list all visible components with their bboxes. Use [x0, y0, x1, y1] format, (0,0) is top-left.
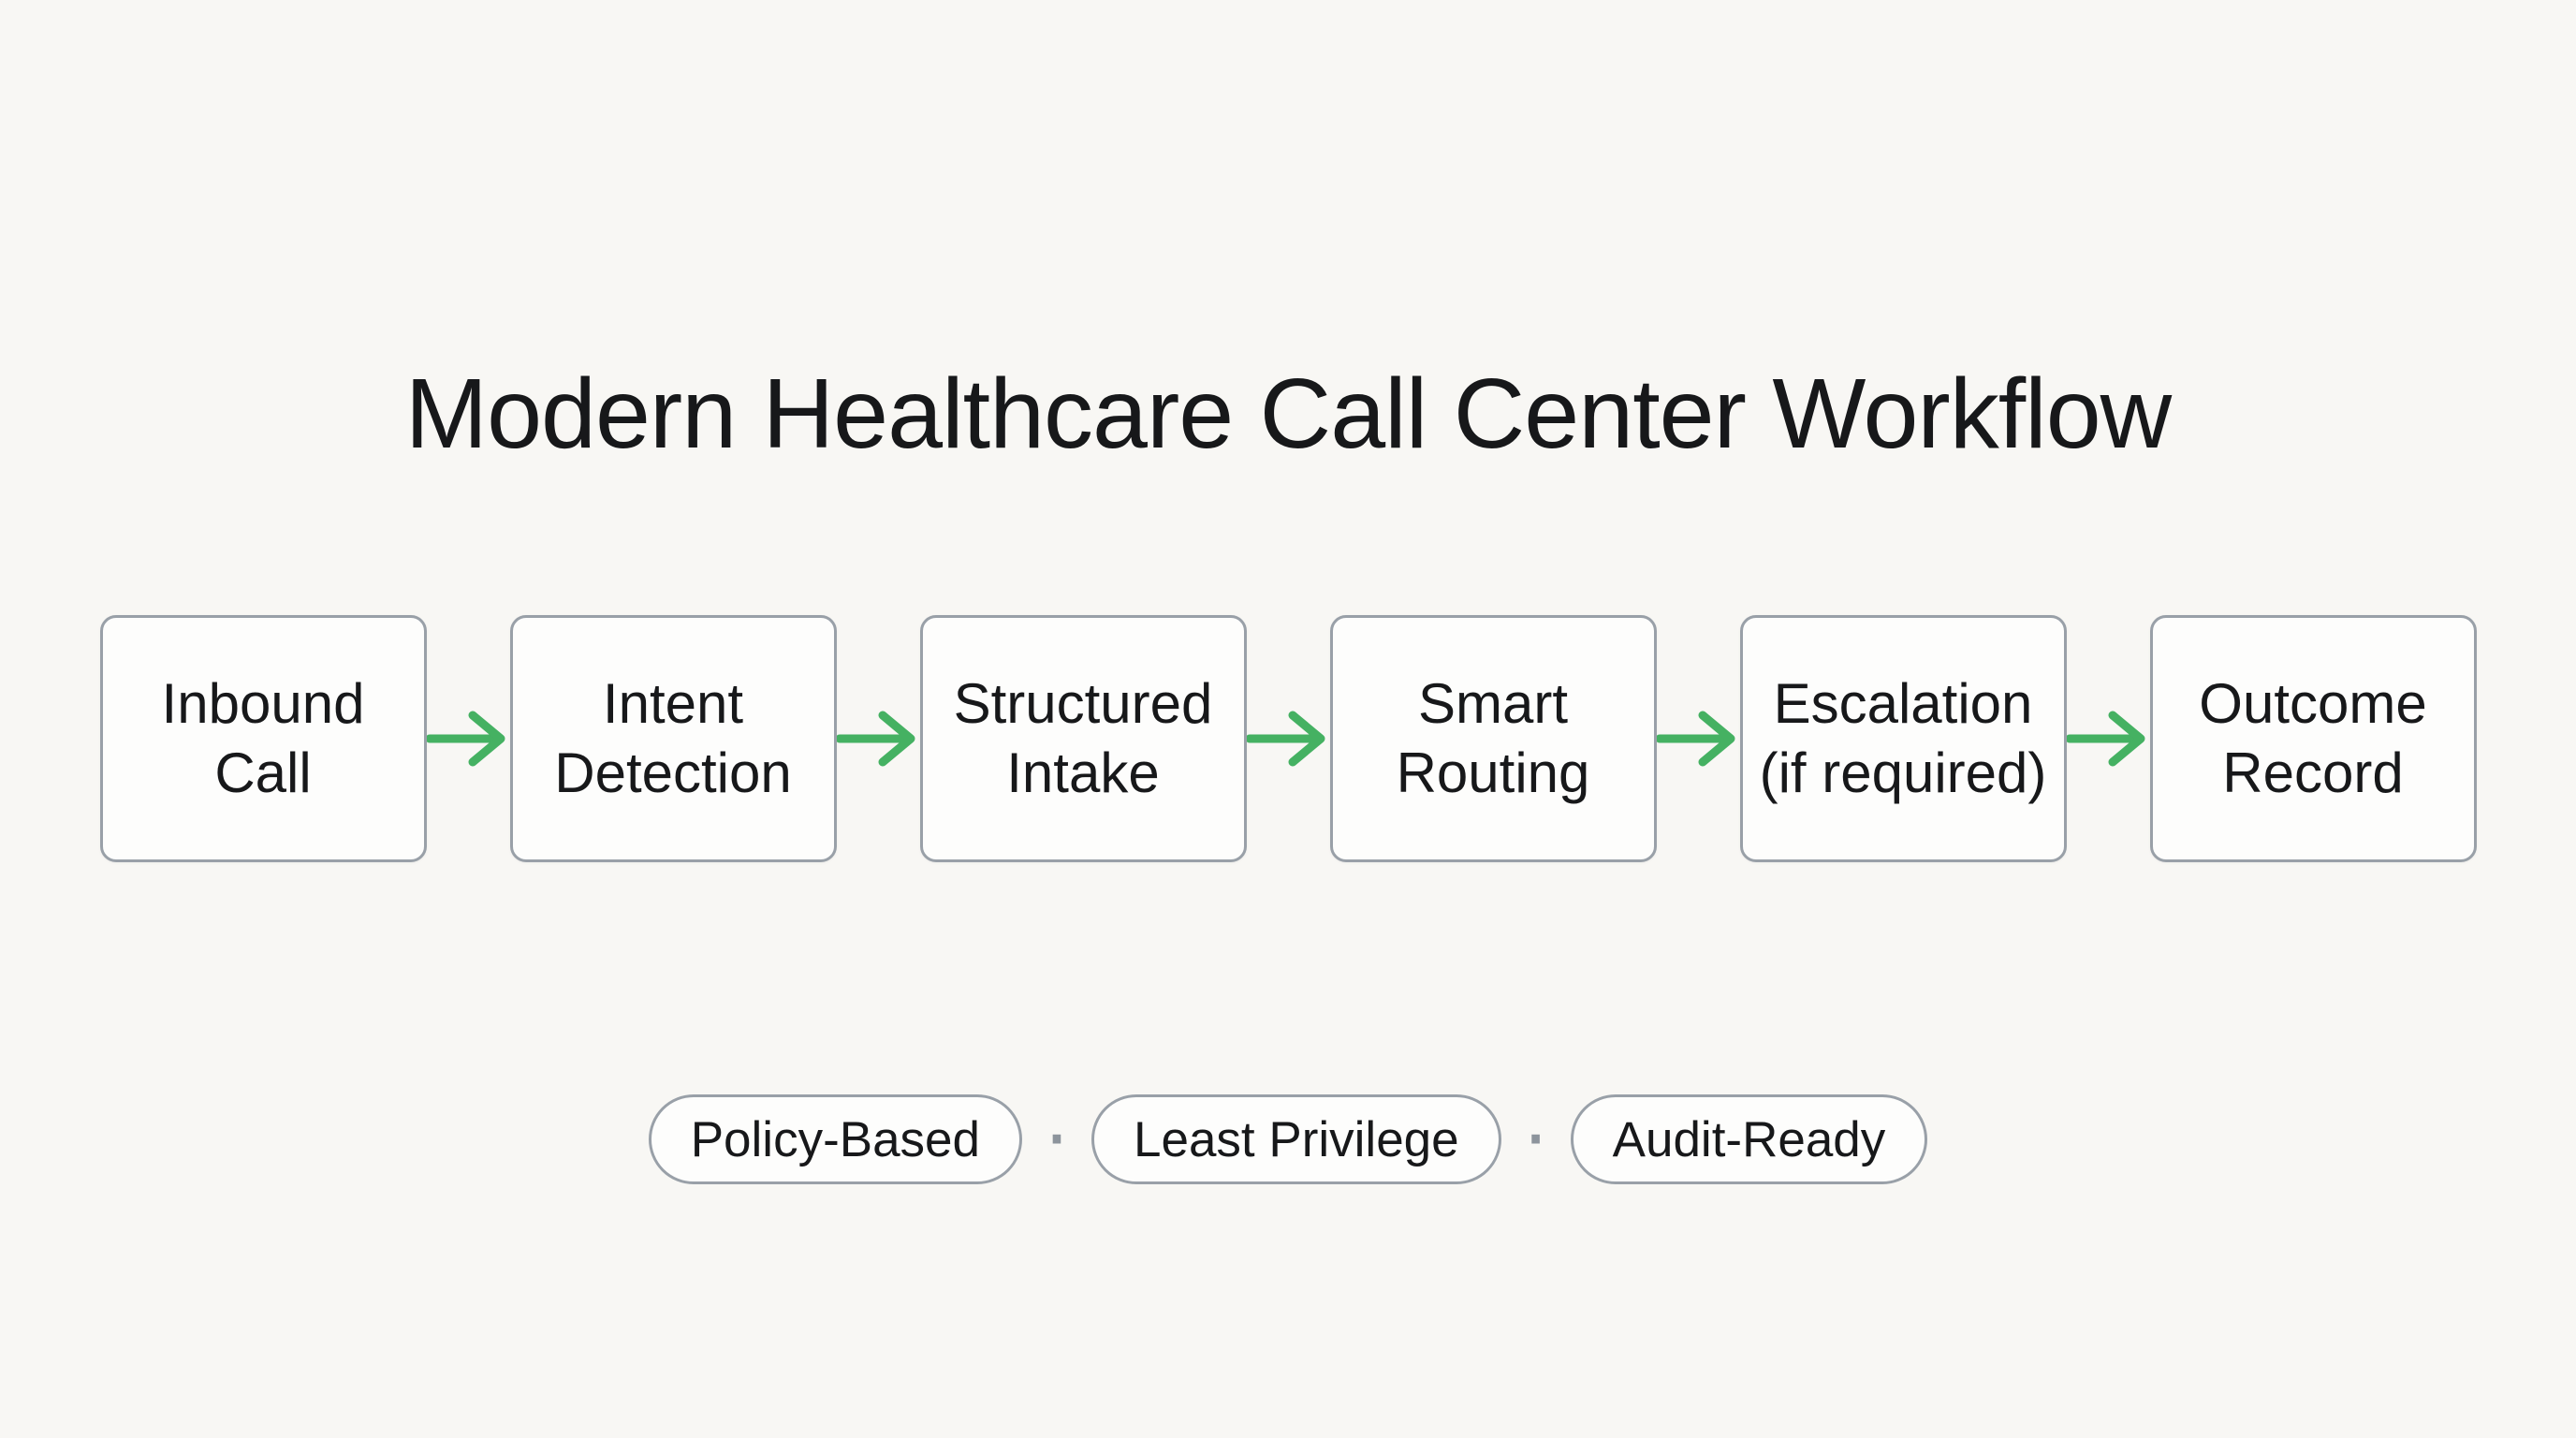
badge-label: Least Privilege [1134, 1111, 1459, 1167]
step-label: Intent Detection [554, 671, 792, 804]
badge-least-privilege: Least Privilege [1091, 1094, 1501, 1184]
step-label: Outcome Record [2199, 671, 2427, 804]
workflow-row: Inbound Call Intent Detection Structured… [0, 615, 2576, 862]
workflow-step-intent-detection: Intent Detection [509, 615, 837, 862]
badges-row: Policy-Based · Least Privilege · Audit-R… [0, 1087, 2576, 1184]
workflow-step-smart-routing: Smart Routing [1329, 615, 1657, 862]
step-label: Inbound Call [161, 671, 365, 804]
badge-label: Audit-Ready [1612, 1111, 1886, 1167]
step-label: Smart Routing [1396, 671, 1590, 804]
step-label: Escalation (if required) [1759, 671, 2047, 804]
workflow-step-inbound-call: Inbound Call [99, 615, 427, 862]
workflow-step-structured-intake: Structured Intake [919, 615, 1247, 862]
arrow-right-icon [2066, 697, 2150, 781]
badge-audit-ready: Audit-Ready [1570, 1094, 1928, 1184]
arrow-right-icon [1656, 697, 1740, 781]
separator-dot-icon: · [1043, 1087, 1071, 1181]
separator-dot-icon: · [1521, 1087, 1550, 1181]
arrow-right-icon [836, 697, 920, 781]
workflow-step-escalation: Escalation (if required) [1739, 615, 2067, 862]
badge-policy-based: Policy-Based [648, 1094, 1023, 1184]
diagram-title: Modern Healthcare Call Center Workflow [404, 359, 2172, 470]
step-label: Structured Intake [953, 671, 1213, 804]
badge-label: Policy-Based [690, 1111, 981, 1167]
arrow-right-icon [426, 697, 510, 781]
workflow-step-outcome-record: Outcome Record [2149, 615, 2477, 862]
arrow-right-icon [1246, 697, 1330, 781]
